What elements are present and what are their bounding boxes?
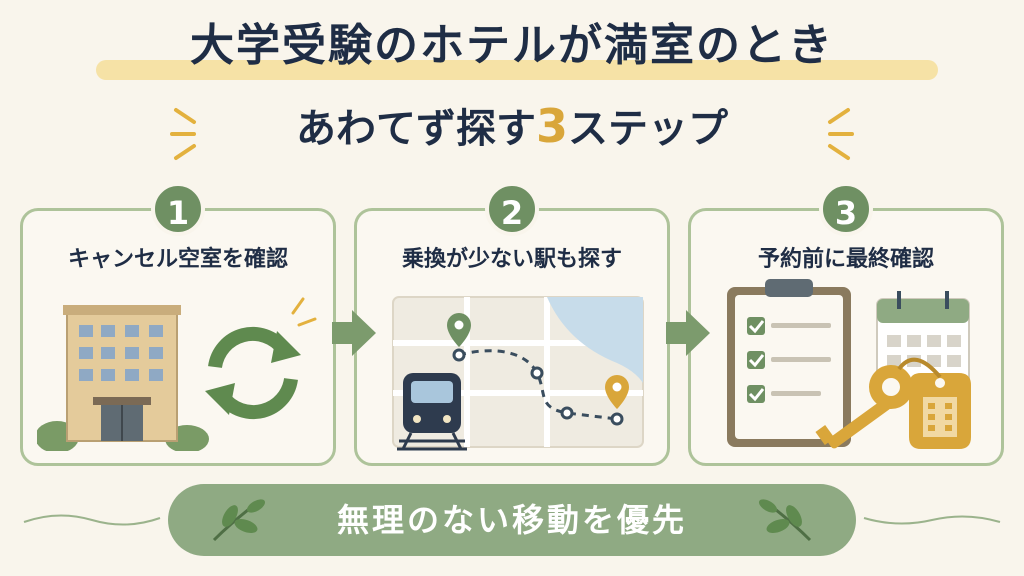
step-card-1: キャンセル空室を確認 (20, 208, 336, 466)
wave-left-decoration (23, 514, 161, 526)
step-title-2: 乗換が少ない駅も探す (401, 247, 622, 272)
subtitle-suffix: ステップ (568, 106, 728, 152)
subtitle-number: 3 (535, 99, 568, 153)
step-badge-1: 1 (151, 182, 205, 236)
wave-right-decoration (863, 515, 1001, 525)
title-wrap: 大学受験のホテルが満室のとき (0, 14, 1024, 78)
subtitle-prefix: あわてず探す (295, 106, 536, 152)
step-badge-2: 2 (485, 182, 539, 236)
page-title: 大学受験のホテルが満室のとき (190, 20, 834, 71)
sparkle-left-icon (170, 108, 196, 160)
title-highlight (96, 60, 938, 80)
checklist-calendar-key-icon (727, 279, 971, 449)
arrow-right-icon (332, 310, 376, 356)
page-subtitle: あわてず探す3ステップ (0, 98, 1024, 157)
step-card-3: 予約前に最終確認 (688, 208, 1004, 466)
leaf-right-icon (758, 499, 812, 542)
arrow-right-icon (666, 310, 710, 356)
train-map-route-icon (392, 296, 644, 451)
footer-text: 無理のない移動を優先 (336, 501, 687, 539)
step-card-2: 乗換が少ない駅も探す (354, 208, 670, 466)
hotel-with-refresh-icon (37, 297, 317, 451)
sparkle-right-icon (828, 108, 854, 160)
leaf-left-icon (212, 499, 266, 542)
step-title-3: 予約前に最終確認 (757, 247, 934, 272)
step-title-1: キャンセル空室を確認 (67, 247, 288, 272)
footer-banner: 無理のない移動を優先 (168, 484, 856, 556)
step-badge-3: 3 (819, 182, 873, 236)
